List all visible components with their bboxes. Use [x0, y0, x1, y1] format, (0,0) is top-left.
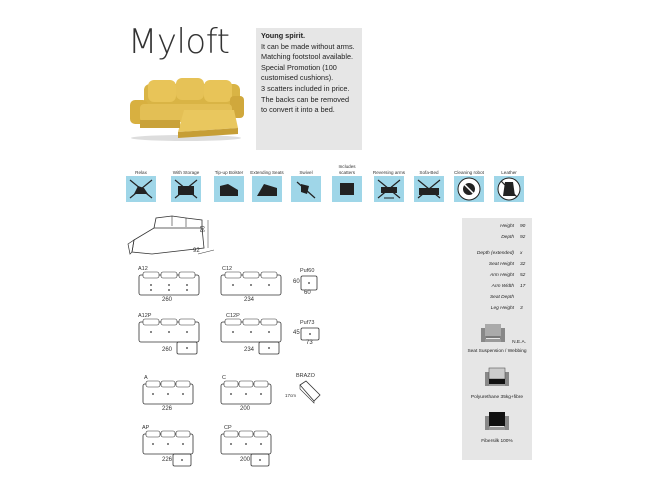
corner-sofa-overview-drawing: [127, 215, 215, 255]
module-puf60-plan: [300, 275, 318, 291]
module-ap-plan: [142, 430, 194, 467]
module-code: CP: [224, 425, 232, 431]
module-width: 200: [240, 406, 251, 412]
module-puf73-plan: [300, 327, 320, 341]
module-width: 226: [162, 457, 173, 463]
module-code: Puf60: [300, 268, 315, 274]
module-cp-plan: [220, 430, 272, 467]
module-code: C: [222, 375, 226, 381]
reversing-arms-icon: [374, 176, 404, 202]
feature-reversing-arms: Reversing arms: [372, 163, 406, 202]
module-code: A12P: [138, 313, 152, 319]
swivel-icon: [291, 176, 321, 202]
module-width: 260: [162, 297, 173, 303]
module-code: C12: [222, 266, 233, 272]
sofa-bed-icon: [414, 176, 444, 202]
foam-armchair-icon: [485, 367, 509, 386]
module-a12p-plan: [138, 318, 200, 355]
module-code: Puf73: [300, 320, 315, 326]
webbing-armchair-icon: [481, 324, 505, 342]
sofa-photo: [130, 78, 244, 141]
module-code: BRAZO: [296, 373, 315, 379]
module-width: 17cm: [285, 393, 297, 398]
module-brazo-plan: [299, 380, 321, 404]
feature-sofa-bed: Sofa-Bed: [412, 163, 446, 202]
module-width: 73: [306, 340, 313, 346]
description-line: The backs can be removed to convert it i…: [261, 94, 350, 115]
module-code: A: [144, 375, 148, 381]
description-line: It can be made without arms.: [261, 41, 355, 51]
module-width: 234: [244, 297, 255, 303]
module-code: A12: [138, 266, 148, 272]
extending-seats-icon: [252, 176, 282, 202]
feature-leather: Leather: [492, 163, 526, 202]
product-title: Myloft: [128, 22, 230, 62]
module-code: C12P: [226, 313, 240, 319]
module-width: 234: [244, 347, 255, 353]
tip-up-bolster-icon: [214, 176, 244, 202]
material-label: Fibersilk 100%: [481, 439, 513, 444]
fibersilk-armchair-icon: [485, 412, 509, 430]
feature-scatters: Includes scatters: [330, 163, 364, 202]
description-line: 3 scatters included in price.: [261, 83, 350, 93]
storage-icon: [171, 176, 201, 202]
relax-icon: [126, 176, 156, 202]
module-width: 260: [162, 347, 173, 353]
description-line: Matching footstool available.: [261, 52, 354, 62]
module-width: 60: [304, 290, 311, 296]
description-lead: Young spirit.: [261, 31, 306, 40]
description-box: Young spirit. It can be made without arm…: [256, 28, 362, 150]
module-c12p-plan: [220, 318, 282, 355]
feature-cleaning-robot: Cleaning robot: [452, 163, 486, 202]
module-width: 226: [162, 406, 173, 412]
feature-relax: Relax: [124, 163, 158, 202]
overview-depth-dim: 92: [193, 248, 200, 254]
module-a12-plan: [138, 271, 200, 296]
module-code: AP: [142, 425, 150, 431]
feature-icons-row: Relax With Storage Tip-up Bolster Extend…: [124, 163, 534, 207]
description-line: Special Promotion (100 customised cushio…: [261, 62, 337, 83]
module-a-plan: [142, 380, 194, 405]
cleaning-robot-icon: [454, 176, 484, 202]
material-label: Polyurethane 35kg+fibre: [470, 395, 524, 400]
feature-extending-seats: Extending Seats: [250, 163, 284, 202]
overview-height-dim: 90: [200, 225, 207, 233]
feature-storage: With Storage: [169, 163, 203, 202]
module-c12-plan: [220, 271, 282, 296]
module-depth: 45: [293, 330, 300, 336]
module-c-plan: [220, 380, 272, 405]
module-depth: 60: [293, 279, 300, 285]
module-width: 200: [240, 457, 251, 463]
material-label: Seat Suspension / Webbing: [467, 349, 527, 354]
material-note: N.E.A.: [512, 340, 526, 345]
feature-swivel: Swivel: [289, 163, 323, 202]
leather-icon: [494, 176, 524, 202]
scatters-icon: [332, 176, 362, 202]
feature-tip-up-bolster: Tip-up Bolster: [212, 163, 246, 202]
